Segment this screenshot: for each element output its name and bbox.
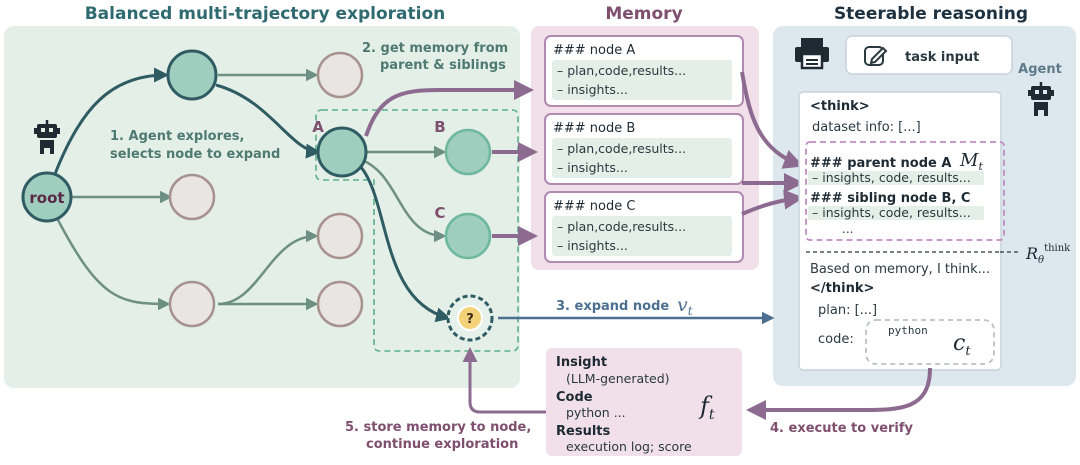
tree-node-low-child-1: [316, 212, 364, 260]
arrow-store-memory: [462, 347, 546, 414]
parent-title: ### parent node A: [810, 156, 951, 171]
arrow-memory-c-to-think: [741, 189, 804, 216]
edge-root-top: [53, 67, 169, 175]
edit-icon: [864, 46, 888, 66]
step2-line1: 2. get memory from: [362, 41, 508, 56]
arrow-execute: [746, 367, 932, 420]
insight-sub: (LLM-generated): [566, 371, 670, 386]
memory-a-line1: – plan,code,results...: [557, 63, 686, 78]
agent-robot-icon: [1028, 82, 1054, 116]
step5-line2: continue exploration: [366, 437, 518, 452]
memory-c-line1: – plan,code,results...: [557, 219, 686, 234]
plan-line: plan: [...]: [818, 303, 877, 318]
think-open: <think>: [810, 99, 870, 114]
tree-node-top: [166, 49, 218, 101]
node-a-label: A: [312, 118, 324, 136]
tree-node-mid: [168, 173, 216, 221]
selected-subtree-box: [315, 109, 519, 352]
memory-a-line2: – insights...: [557, 82, 628, 97]
memory-a-title: ### node A: [553, 43, 635, 58]
tree-node-root: [21, 171, 73, 223]
unknown-icon: ?: [466, 312, 474, 327]
memory-math: Mt: [959, 150, 983, 173]
memory-card-c: ### node C – plan,code,results... – insi…: [544, 191, 744, 263]
results-title: Results: [556, 424, 610, 439]
code-title: Code: [556, 390, 593, 405]
tree-node-c: [444, 212, 492, 260]
think-close: </think>: [810, 281, 874, 296]
tree-node-b: [444, 128, 492, 176]
code-sub: python ...: [566, 405, 626, 420]
edge-top-a: [215, 83, 321, 159]
edge-low-up: [217, 229, 319, 306]
code-label: code:: [818, 332, 854, 347]
heading-exploration: Balanced multi-trajectory exploration: [85, 4, 446, 24]
node-c-label: C: [434, 204, 445, 222]
think-box: [798, 91, 1002, 371]
parent-sub: – insights, code, results...: [812, 170, 971, 185]
memory-card-b: ### node B – plan,code,results... – insi…: [544, 113, 744, 185]
printer-icon: [795, 38, 829, 70]
task-input-label: task input: [905, 50, 979, 65]
memory-b-line2: – insights...: [557, 160, 628, 175]
sibling-title: ### sibling node B, C: [810, 191, 970, 206]
based-on-memory: Based on memory, I think...: [810, 262, 990, 277]
heading-memory: Memory: [605, 4, 682, 24]
tree-node-low: [168, 280, 216, 328]
parent-sub-highlight: [808, 171, 984, 185]
robot-icon: [34, 120, 60, 154]
sibling-sub-highlight: [808, 206, 984, 220]
step5-line1: 5. store memory to node,: [345, 420, 531, 435]
step2-line2: parent & siblings: [380, 58, 506, 73]
node-b-label: B: [434, 118, 445, 136]
memory-b-line1: – plan,code,results...: [557, 141, 686, 156]
memory-card-a: ### node A – plan,code,results... – insi…: [544, 35, 744, 107]
arrow-memory-a-to-think: [740, 71, 804, 169]
tree-node-unknown: [457, 305, 483, 331]
task-input-box: [845, 35, 1013, 75]
step3-label: 3. expand node: [556, 299, 669, 314]
step4-label: 4. execute to verify: [770, 421, 914, 436]
code-slot: [865, 319, 995, 365]
tree-node-low-child-2: [316, 280, 364, 328]
heading-reasoning: Steerable reasoning: [834, 4, 1028, 24]
memory-ellipsis: ...: [842, 222, 853, 236]
tree-node-a: [316, 126, 368, 178]
edge-root-low: [56, 219, 171, 311]
results-sub: execution log; score: [566, 439, 692, 454]
exploration-panel: [4, 26, 520, 388]
step1-line1: 1. Agent explores,: [110, 129, 245, 144]
tree-node-top-child: [316, 51, 364, 99]
memory-b-title: ### node B: [553, 121, 635, 136]
code-python: python: [888, 324, 928, 337]
insight-title: Insight: [556, 355, 607, 370]
dataset-info: dataset info: [...]: [812, 120, 921, 135]
step3-math: vt: [677, 294, 693, 318]
memory-c-title: ### node C: [553, 199, 635, 214]
edge-a-c: [361, 158, 447, 243]
memory-injection-box: [805, 141, 1005, 241]
edge-a-unknown: [358, 165, 451, 323]
result-box: [546, 348, 742, 456]
sibling-sub: – insights, code, results...: [812, 205, 971, 220]
step1-line2: selects node to expand: [110, 147, 280, 162]
root-label: root: [29, 189, 64, 207]
agent-label: Agent: [1018, 62, 1062, 77]
memory-c-line2: – insights...: [557, 238, 628, 253]
arrow-a-to-memory: [364, 80, 534, 137]
